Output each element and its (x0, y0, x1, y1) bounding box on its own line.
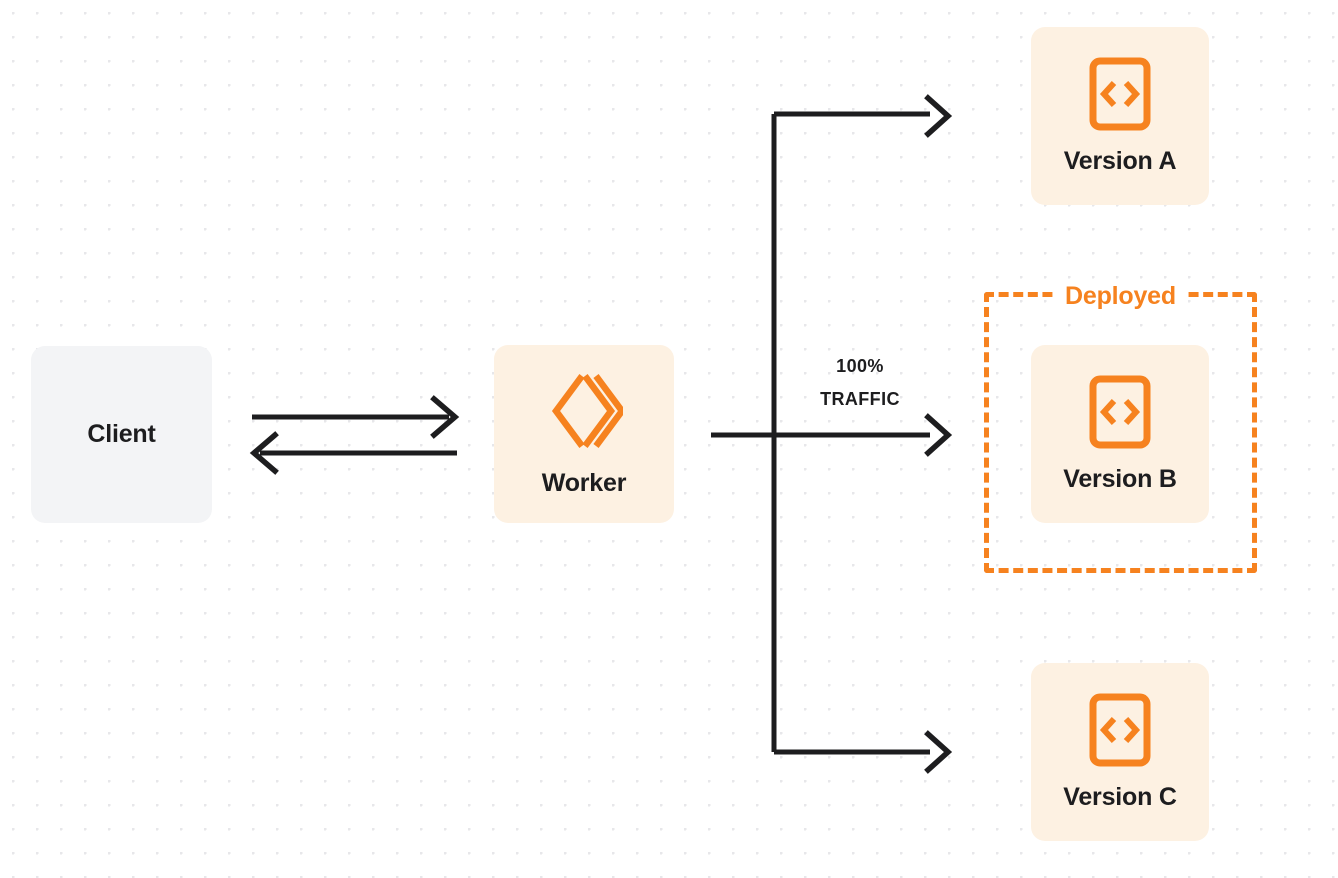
version-b-node[interactable]: Version B (1031, 345, 1209, 523)
client-node[interactable]: Client (31, 346, 212, 523)
code-brackets-icon (1089, 375, 1151, 449)
edge-head-version-b (924, 413, 953, 457)
traffic-label: 100% TRAFFIC (790, 350, 930, 416)
edge-worker-to-client (249, 431, 457, 475)
deployed-group: Deployed (984, 281, 1257, 573)
version-c-node[interactable]: Version C (1031, 663, 1209, 841)
worker-node[interactable]: Worker (494, 345, 674, 523)
cloudflare-workers-logo-icon (545, 371, 627, 451)
edge-worker-trunk (711, 111, 930, 755)
traffic-percent: 100% (836, 356, 884, 376)
code-brackets-icon (1089, 57, 1151, 131)
edge-head-version-c (924, 730, 953, 774)
version-b-label: Version B (1063, 464, 1177, 493)
deployed-group-label: Deployed (1053, 281, 1188, 311)
client-label: Client (87, 420, 156, 448)
version-a-label: Version A (1063, 146, 1177, 175)
worker-label: Worker (541, 468, 627, 497)
version-c-label: Version C (1063, 782, 1177, 811)
code-brackets-icon (1089, 693, 1151, 767)
traffic-word: TRAFFIC (820, 389, 900, 409)
version-a-node[interactable]: Version A (1031, 27, 1209, 205)
edge-client-to-worker (252, 395, 460, 439)
edge-head-version-a (924, 94, 953, 138)
